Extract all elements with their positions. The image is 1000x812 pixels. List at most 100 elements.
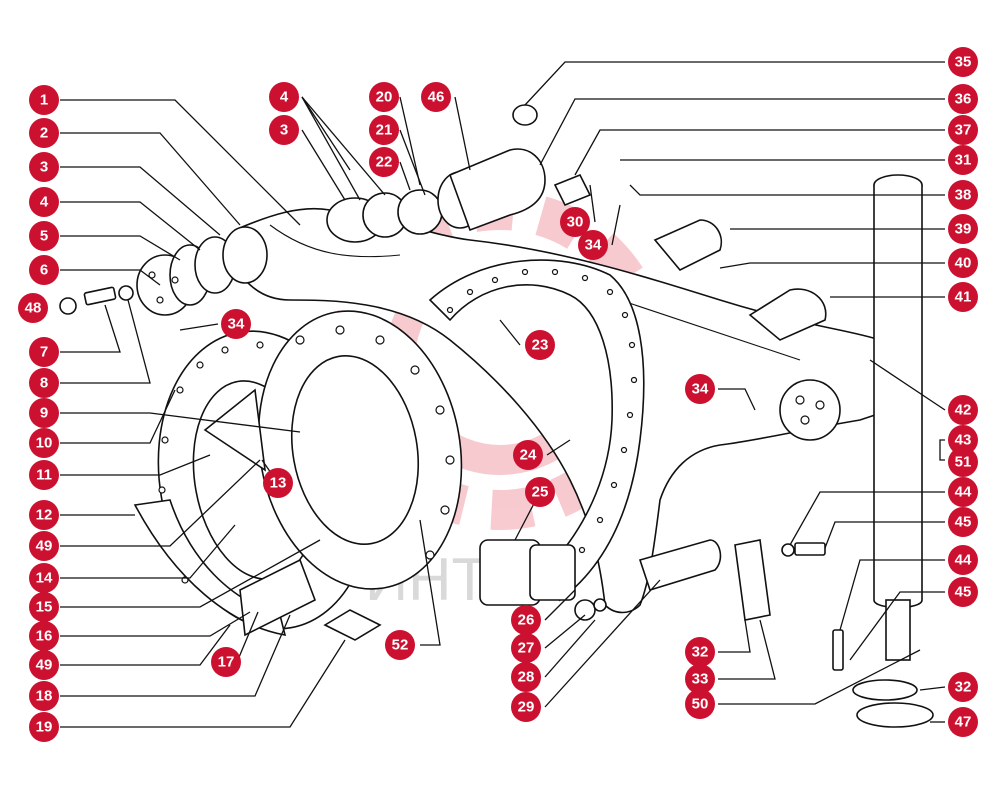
lever-arm [638,539,722,591]
callout-43: 43 [948,425,978,455]
callout-24: 24 [513,440,543,470]
bolt-45-lower [832,629,844,671]
callout-21: 21 [369,115,399,145]
actuator-assembly [479,539,607,621]
svg-text:30: 30 [567,214,584,231]
callout-29: 29 [511,692,541,722]
callout-13: 13 [263,468,293,498]
callout-17: 17 [211,647,241,677]
svg-text:23: 23 [532,337,549,354]
svg-text:36: 36 [955,91,972,108]
callout-45: 45 [948,507,978,537]
callout-46: 46 [421,82,451,112]
callout-40: 40 [948,248,978,278]
callout-19: 19 [29,712,59,742]
svg-text:2: 2 [40,125,48,142]
callout-7: 7 [29,337,59,367]
callout-16: 16 [29,621,59,651]
svg-text:28: 28 [518,669,535,686]
svg-text:6: 6 [40,262,48,279]
svg-text:5: 5 [40,228,48,245]
bearing-stack-left [136,226,268,316]
svg-text:34: 34 [692,381,709,398]
svg-text:49: 49 [36,538,53,555]
callout-35: 35 [948,47,978,77]
callout-32: 32 [685,637,715,667]
callout-41: 41 [948,282,978,312]
callout-4: 4 [29,187,59,217]
svg-text:45: 45 [955,584,972,601]
svg-text:52: 52 [392,637,409,654]
cylinder-41 [748,288,827,341]
svg-text:3: 3 [280,122,288,139]
callout-49b: 49 [29,650,59,680]
svg-text:31: 31 [955,152,972,169]
svg-text:41: 41 [955,289,972,306]
svg-text:14: 14 [36,570,53,587]
svg-text:4: 4 [280,89,289,106]
brake-disc-rear [257,310,463,590]
svg-text:22: 22 [376,154,393,171]
svg-text:39: 39 [955,221,972,238]
callout-38: 38 [948,180,978,210]
callout-47: 47 [948,707,978,737]
callout-20: 20 [369,82,399,112]
vertical-strut [852,174,934,728]
svg-text:17: 17 [218,654,235,671]
svg-text:40: 40 [955,255,972,272]
bolt-7 [83,286,117,306]
svg-text:50: 50 [692,696,709,713]
callout-49: 49 [29,531,59,561]
callout-18: 18 [29,681,59,711]
svg-text:44: 44 [955,552,972,569]
housing-arm [234,207,915,614]
svg-text:26: 26 [518,612,535,629]
callout-5: 5 [29,221,59,251]
svg-text:8: 8 [40,375,48,392]
svg-text:33: 33 [692,671,709,688]
callout-3: 3 [29,152,59,182]
svg-text:29: 29 [518,699,535,716]
svg-text:10: 10 [36,435,53,452]
brake-plate-52 [323,609,382,641]
callout-36: 36 [948,84,978,114]
callout-23: 23 [525,330,555,360]
svg-text:38: 38 [955,187,972,204]
svg-text:32: 32 [955,679,972,696]
callout-39: 39 [948,214,978,244]
svg-text:21: 21 [376,122,393,139]
cylinder-39 [653,219,722,271]
svg-text:46: 46 [428,89,445,106]
callout-12: 12 [29,500,59,530]
svg-text:37: 37 [955,122,972,139]
svg-text:34: 34 [585,237,602,254]
callout-11: 11 [29,460,59,490]
callout-42: 42 [948,395,978,425]
callout-28: 28 [511,662,541,692]
svg-text:20: 20 [376,89,393,106]
callout-51: 51 [948,447,978,477]
svg-text:13: 13 [270,475,287,492]
callout-45-lower: 45 [948,577,978,607]
svg-text:3: 3 [40,159,48,176]
callout-27: 27 [511,633,541,663]
svg-text:32: 32 [692,644,709,661]
callout-8: 8 [29,368,59,398]
svg-text:19: 19 [36,719,53,736]
svg-text:47: 47 [955,714,972,731]
callout-32-lower: 32 [948,672,978,702]
callout-44-lower: 44 [948,545,978,575]
svg-text:49: 49 [36,657,53,674]
svg-text:12: 12 [36,507,53,524]
nut-48 [59,297,77,315]
brake-segment-lower [239,558,317,637]
svg-text:18: 18 [36,688,53,705]
svg-text:24: 24 [520,447,537,464]
callout-25: 25 [525,477,555,507]
svg-text:44: 44 [955,484,972,501]
parts-artwork [59,104,934,728]
nut-44 [781,543,795,557]
callout-15: 15 [29,592,59,622]
callout-34-mid: 34 [578,230,608,260]
